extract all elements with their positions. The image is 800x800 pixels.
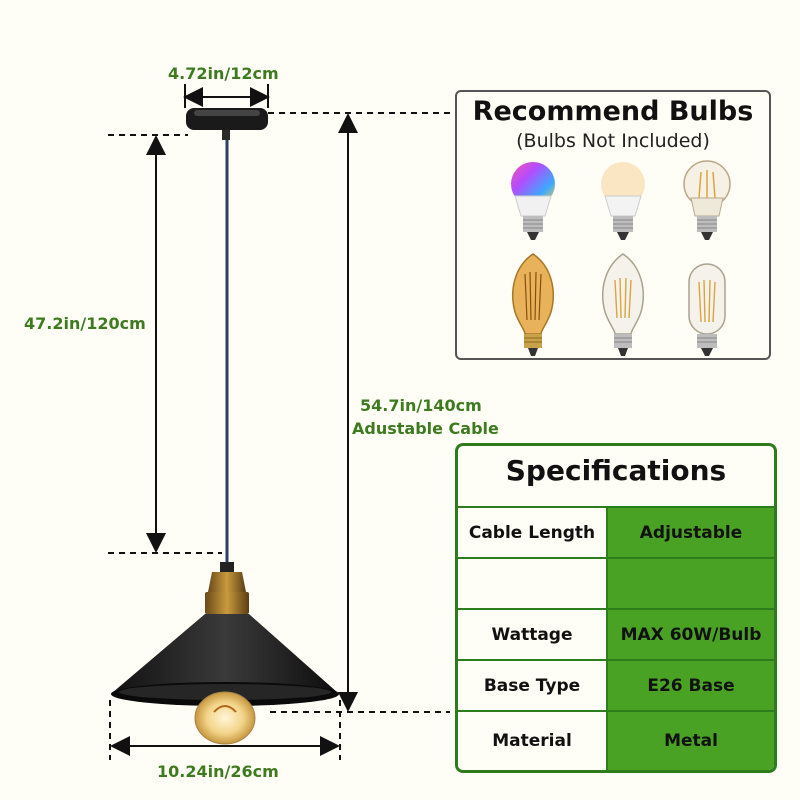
- spec-label: [458, 559, 606, 608]
- spec-label: Material: [458, 712, 606, 770]
- spec-row-empty: [458, 559, 774, 608]
- canopy-width-label: 4.72in/12cm: [168, 64, 279, 83]
- table-divider: [458, 506, 774, 508]
- ceiling-canopy: [186, 108, 268, 140]
- specifications-title: Specifications: [505, 454, 727, 487]
- st64-amber-filament-bulb-icon: [512, 253, 554, 356]
- table-column-divider: [606, 508, 608, 770]
- rgb-smart-bulb-icon: [511, 162, 555, 240]
- spec-value: Adjustable: [608, 508, 774, 557]
- specifications-table: Specifications Cable Length Adjustable W…: [455, 443, 777, 773]
- canopy-width-dimension: [183, 84, 270, 108]
- table-divider: [458, 557, 774, 559]
- spec-label: Cable Length: [458, 508, 606, 557]
- spec-label: Base Type: [458, 661, 606, 710]
- shade-width-label: 10.24in/26cm: [157, 762, 279, 781]
- a19-filament-bulb-icon: [683, 160, 731, 240]
- lamp-head: [111, 562, 339, 706]
- recommend-bulbs-panel: Recommend Bulbs (Bulbs Not Included): [455, 90, 771, 360]
- cable-note-label: Adustable Cable: [352, 419, 499, 438]
- drop-length-label: 47.2in/120cm: [24, 314, 146, 333]
- lamp-bulb: [194, 691, 256, 745]
- warm-led-bulb-icon: [601, 162, 645, 240]
- spec-row-material: Material Metal: [458, 712, 774, 770]
- recommend-bulbs-subtitle: (Bulbs Not Included): [516, 130, 710, 152]
- table-divider: [458, 608, 774, 610]
- spec-row-base-type: Base Type E26 Base: [458, 661, 774, 710]
- spec-value: [608, 559, 774, 608]
- t45-tube-filament-bulb-icon: [688, 263, 726, 356]
- spec-value: MAX 60W/Bulb: [608, 610, 774, 659]
- recommend-bulbs-title: Recommend Bulbs: [472, 96, 754, 127]
- spec-row-cable-length: Cable Length Adjustable: [458, 508, 774, 557]
- spec-value: E26 Base: [608, 661, 774, 710]
- table-divider: [458, 659, 774, 661]
- spec-value: Metal: [608, 712, 774, 770]
- spec-row-wattage: Wattage MAX 60W/Bulb: [458, 610, 774, 659]
- st64-clear-filament-bulb-icon: [602, 253, 644, 356]
- table-divider: [458, 710, 774, 712]
- spec-label: Wattage: [458, 610, 606, 659]
- total-length-label: 54.7in/140cm: [360, 396, 482, 415]
